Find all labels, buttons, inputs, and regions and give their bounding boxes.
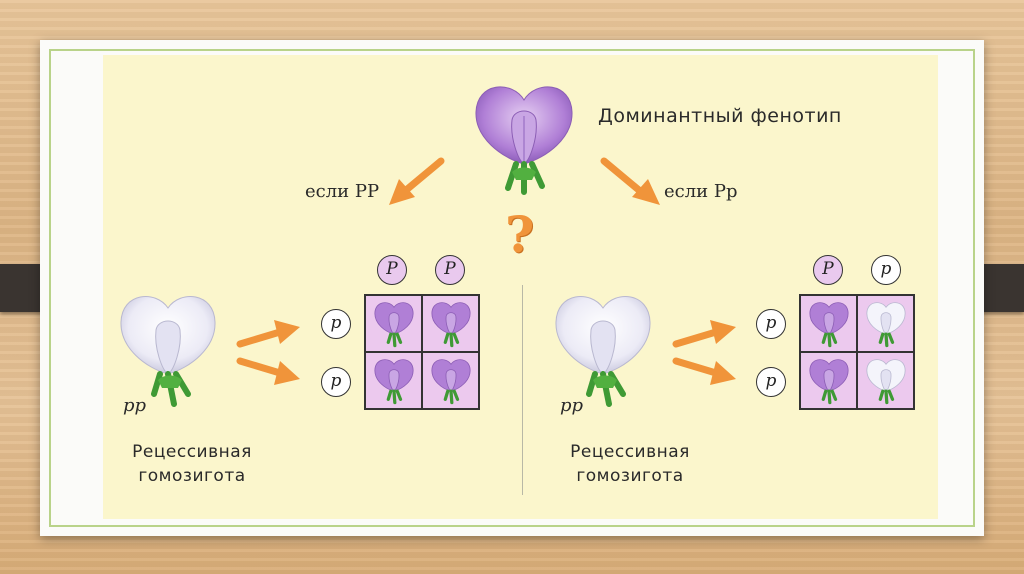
purple-flower-icon — [372, 357, 416, 405]
white-flower-icon — [864, 357, 908, 405]
white-flower-icon — [864, 300, 908, 348]
arrow-to-left-branch-icon — [385, 155, 447, 211]
left-cell-1 — [366, 296, 421, 351]
right-top-allele-2: p — [871, 255, 901, 285]
right-recessive-line2: гомозигота — [550, 464, 710, 488]
left-arrow-upper-icon — [236, 318, 304, 352]
purple-flower-icon — [807, 300, 851, 348]
left-top-allele-1: P — [377, 255, 407, 285]
right-branch-label: если Pp — [664, 181, 738, 202]
left-cell-3 — [366, 353, 421, 408]
dominant-flower-icon — [472, 80, 576, 198]
center-divider — [522, 285, 523, 495]
right-top-allele-1: P — [813, 255, 843, 285]
right-genotype: pp — [560, 395, 583, 416]
right-side-allele-1: p — [756, 309, 786, 339]
right-cell-1 — [801, 296, 856, 351]
question-mark: ? — [505, 205, 534, 264]
left-recessive-line2: гомозигота — [112, 464, 272, 488]
left-cell-2 — [423, 296, 478, 351]
left-cell-4 — [423, 353, 478, 408]
right-arrow-lower-icon — [672, 355, 740, 389]
recessive-flower-left-icon — [118, 290, 218, 410]
purple-flower-icon — [429, 300, 473, 348]
right-cell-2 — [858, 296, 913, 351]
left-side-allele-2: p — [321, 367, 351, 397]
arrow-to-right-branch-icon — [598, 155, 664, 211]
right-arrow-upper-icon — [672, 318, 740, 352]
right-side-allele-2: p — [756, 367, 786, 397]
purple-flower-icon — [807, 357, 851, 405]
right-recessive-line1: Рецессивная — [550, 440, 710, 464]
recessive-flower-right-icon — [553, 290, 653, 410]
left-punnett-square — [364, 294, 480, 410]
left-recessive-line1: Рецессивная — [112, 440, 272, 464]
left-genotype: pp — [123, 395, 146, 416]
left-arrow-lower-icon — [236, 355, 304, 389]
left-branch-label: если PP — [305, 181, 379, 202]
left-side-allele-1: p — [321, 309, 351, 339]
right-cell-4 — [858, 353, 913, 408]
purple-flower-icon — [372, 300, 416, 348]
right-punnett-square — [799, 294, 915, 410]
diagram-title: Доминантный фенотип — [598, 105, 842, 127]
left-top-allele-2: P — [435, 255, 465, 285]
right-recessive-label: Рецессивная гомозигота — [550, 440, 710, 488]
right-cell-3 — [801, 353, 856, 408]
purple-flower-icon — [429, 357, 473, 405]
left-recessive-label: Рецессивная гомозигота — [112, 440, 272, 488]
